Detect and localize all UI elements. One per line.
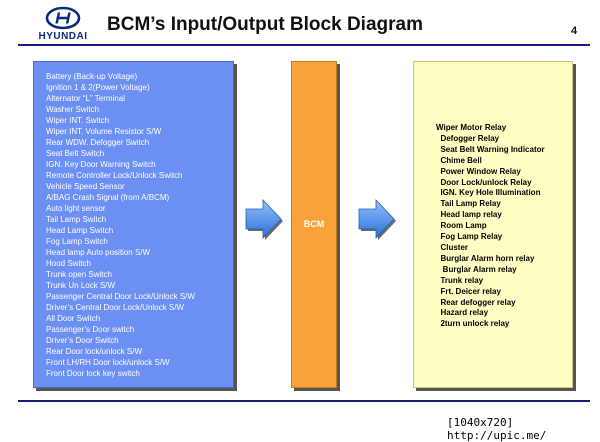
input-signals-list: Battery (Back-up Voltage) Ignition 1 & 2(… <box>46 71 195 379</box>
input-signal-item: Alternator “L” Terminal <box>46 94 125 103</box>
output-signal-item: Seat Belt Warning Indicator <box>436 144 545 154</box>
output-signal-item: 2turn unlock relay <box>436 319 510 329</box>
output-signals-panel <box>413 61 573 388</box>
output-signal-item: Power Window Relay <box>436 166 521 176</box>
output-signal-item: Defogger Relay <box>436 133 500 143</box>
input-signal-item: Ignition 1 & 2(Power Voltage) <box>46 83 150 92</box>
page-title: BCM’s Input/Output Block Diagram <box>107 14 423 35</box>
output-signal-item: Rear defogger relay <box>436 297 516 307</box>
input-signal-item: Seat Belt Switch <box>46 149 105 158</box>
output-signal-item: Frt. Deicer relay <box>436 286 501 296</box>
input-signal-item: Fog Lamp Switch <box>46 237 108 246</box>
hyundai-logo: HYUNDAI <box>36 6 90 44</box>
input-signal-item: Hood Switch <box>46 259 91 268</box>
output-signal-item: Burglar Alarm relay <box>436 264 517 274</box>
input-signal-item: Driver’s Central Door Lock/Unlock S/W <box>46 303 184 312</box>
input-signal-item: Auto light sensor <box>46 204 106 213</box>
output-signal-item: Room Lamp <box>436 221 487 231</box>
output-signals-list: Wiper Motor Relay Defogger Relay Seat Be… <box>436 123 545 330</box>
input-signal-item: Wiper INT. Volume Resistor S/W <box>46 127 162 136</box>
output-signal-item: Chime Bell <box>436 155 482 165</box>
input-signal-item: Vehicle Speed Sensor <box>46 182 125 191</box>
input-signal-item: Head lamp Auto position S/W <box>46 248 151 257</box>
hyundai-emblem-icon <box>45 6 81 30</box>
image-watermark: [1040x720] http://upic.me/ <box>445 416 600 442</box>
input-signal-item: Wiper INT. Switch <box>46 116 110 125</box>
output-signal-item: Hazard relay <box>436 308 489 318</box>
output-signal-item: Tail Lamp Relay <box>436 199 501 209</box>
input-signal-item: Front Door lock key switch <box>46 369 140 378</box>
bcm-panel <box>291 61 337 388</box>
bcm-label: BCM <box>303 219 325 229</box>
input-signals-panel <box>33 61 234 388</box>
input-signal-item: A/BAG Crash Signal (from A/BCM) <box>46 193 170 202</box>
page-number: 4 <box>571 25 578 37</box>
output-signal-item: IGN. Key Hole Illumination <box>436 188 541 198</box>
input-signal-item: Rear WDW. Defogger Switch <box>46 138 150 147</box>
header-rule <box>18 44 590 46</box>
brand-wordmark: HYUNDAI <box>38 31 88 42</box>
input-signal-item: Remote Controller Lock/Unlock Switch <box>46 171 183 180</box>
input-to-bcm-arrow-icon <box>245 198 283 240</box>
input-signal-item: Passenger’s Door switch <box>46 325 135 334</box>
input-signal-item: All Door Switch <box>46 314 101 323</box>
bcm-to-output-arrow-icon <box>358 198 396 240</box>
input-signal-item: Rear Door lock/unlock S/W <box>46 347 143 356</box>
input-signal-item: Driver’s Door Switch <box>46 336 119 345</box>
input-signal-item: Battery (Back-up Voltage) <box>46 72 138 81</box>
input-signal-item: Front LH/RH Door lock/unlock S/W <box>46 358 170 367</box>
output-signal-item: Cluster <box>436 242 469 252</box>
input-signal-item: Washer Switch <box>46 105 100 114</box>
footer-rule <box>18 400 590 402</box>
output-signal-item: Door Lock/unlock Relay <box>436 177 532 187</box>
input-signal-item: Trunk open Switch <box>46 270 112 279</box>
output-signal-item: Burglar Alarm horn relay <box>436 253 535 263</box>
output-signal-item: Head lamp relay <box>436 210 502 220</box>
input-signal-item: Passenger Central Door Lock/Unlock S/W <box>46 292 195 301</box>
output-signal-item: Trunk relay <box>436 275 484 285</box>
output-signal-item: Wiper Motor Relay <box>436 123 507 132</box>
input-signal-item: Head Lamp Switch <box>46 226 114 235</box>
input-signal-item: Tail Lamp Switch <box>46 215 107 224</box>
input-signal-item: IGN. Key Door Warning Switch <box>46 160 156 169</box>
input-signal-item: Trunk Un Lock S/W <box>46 281 116 290</box>
output-signal-item: Fog Lamp Relay <box>436 232 503 242</box>
